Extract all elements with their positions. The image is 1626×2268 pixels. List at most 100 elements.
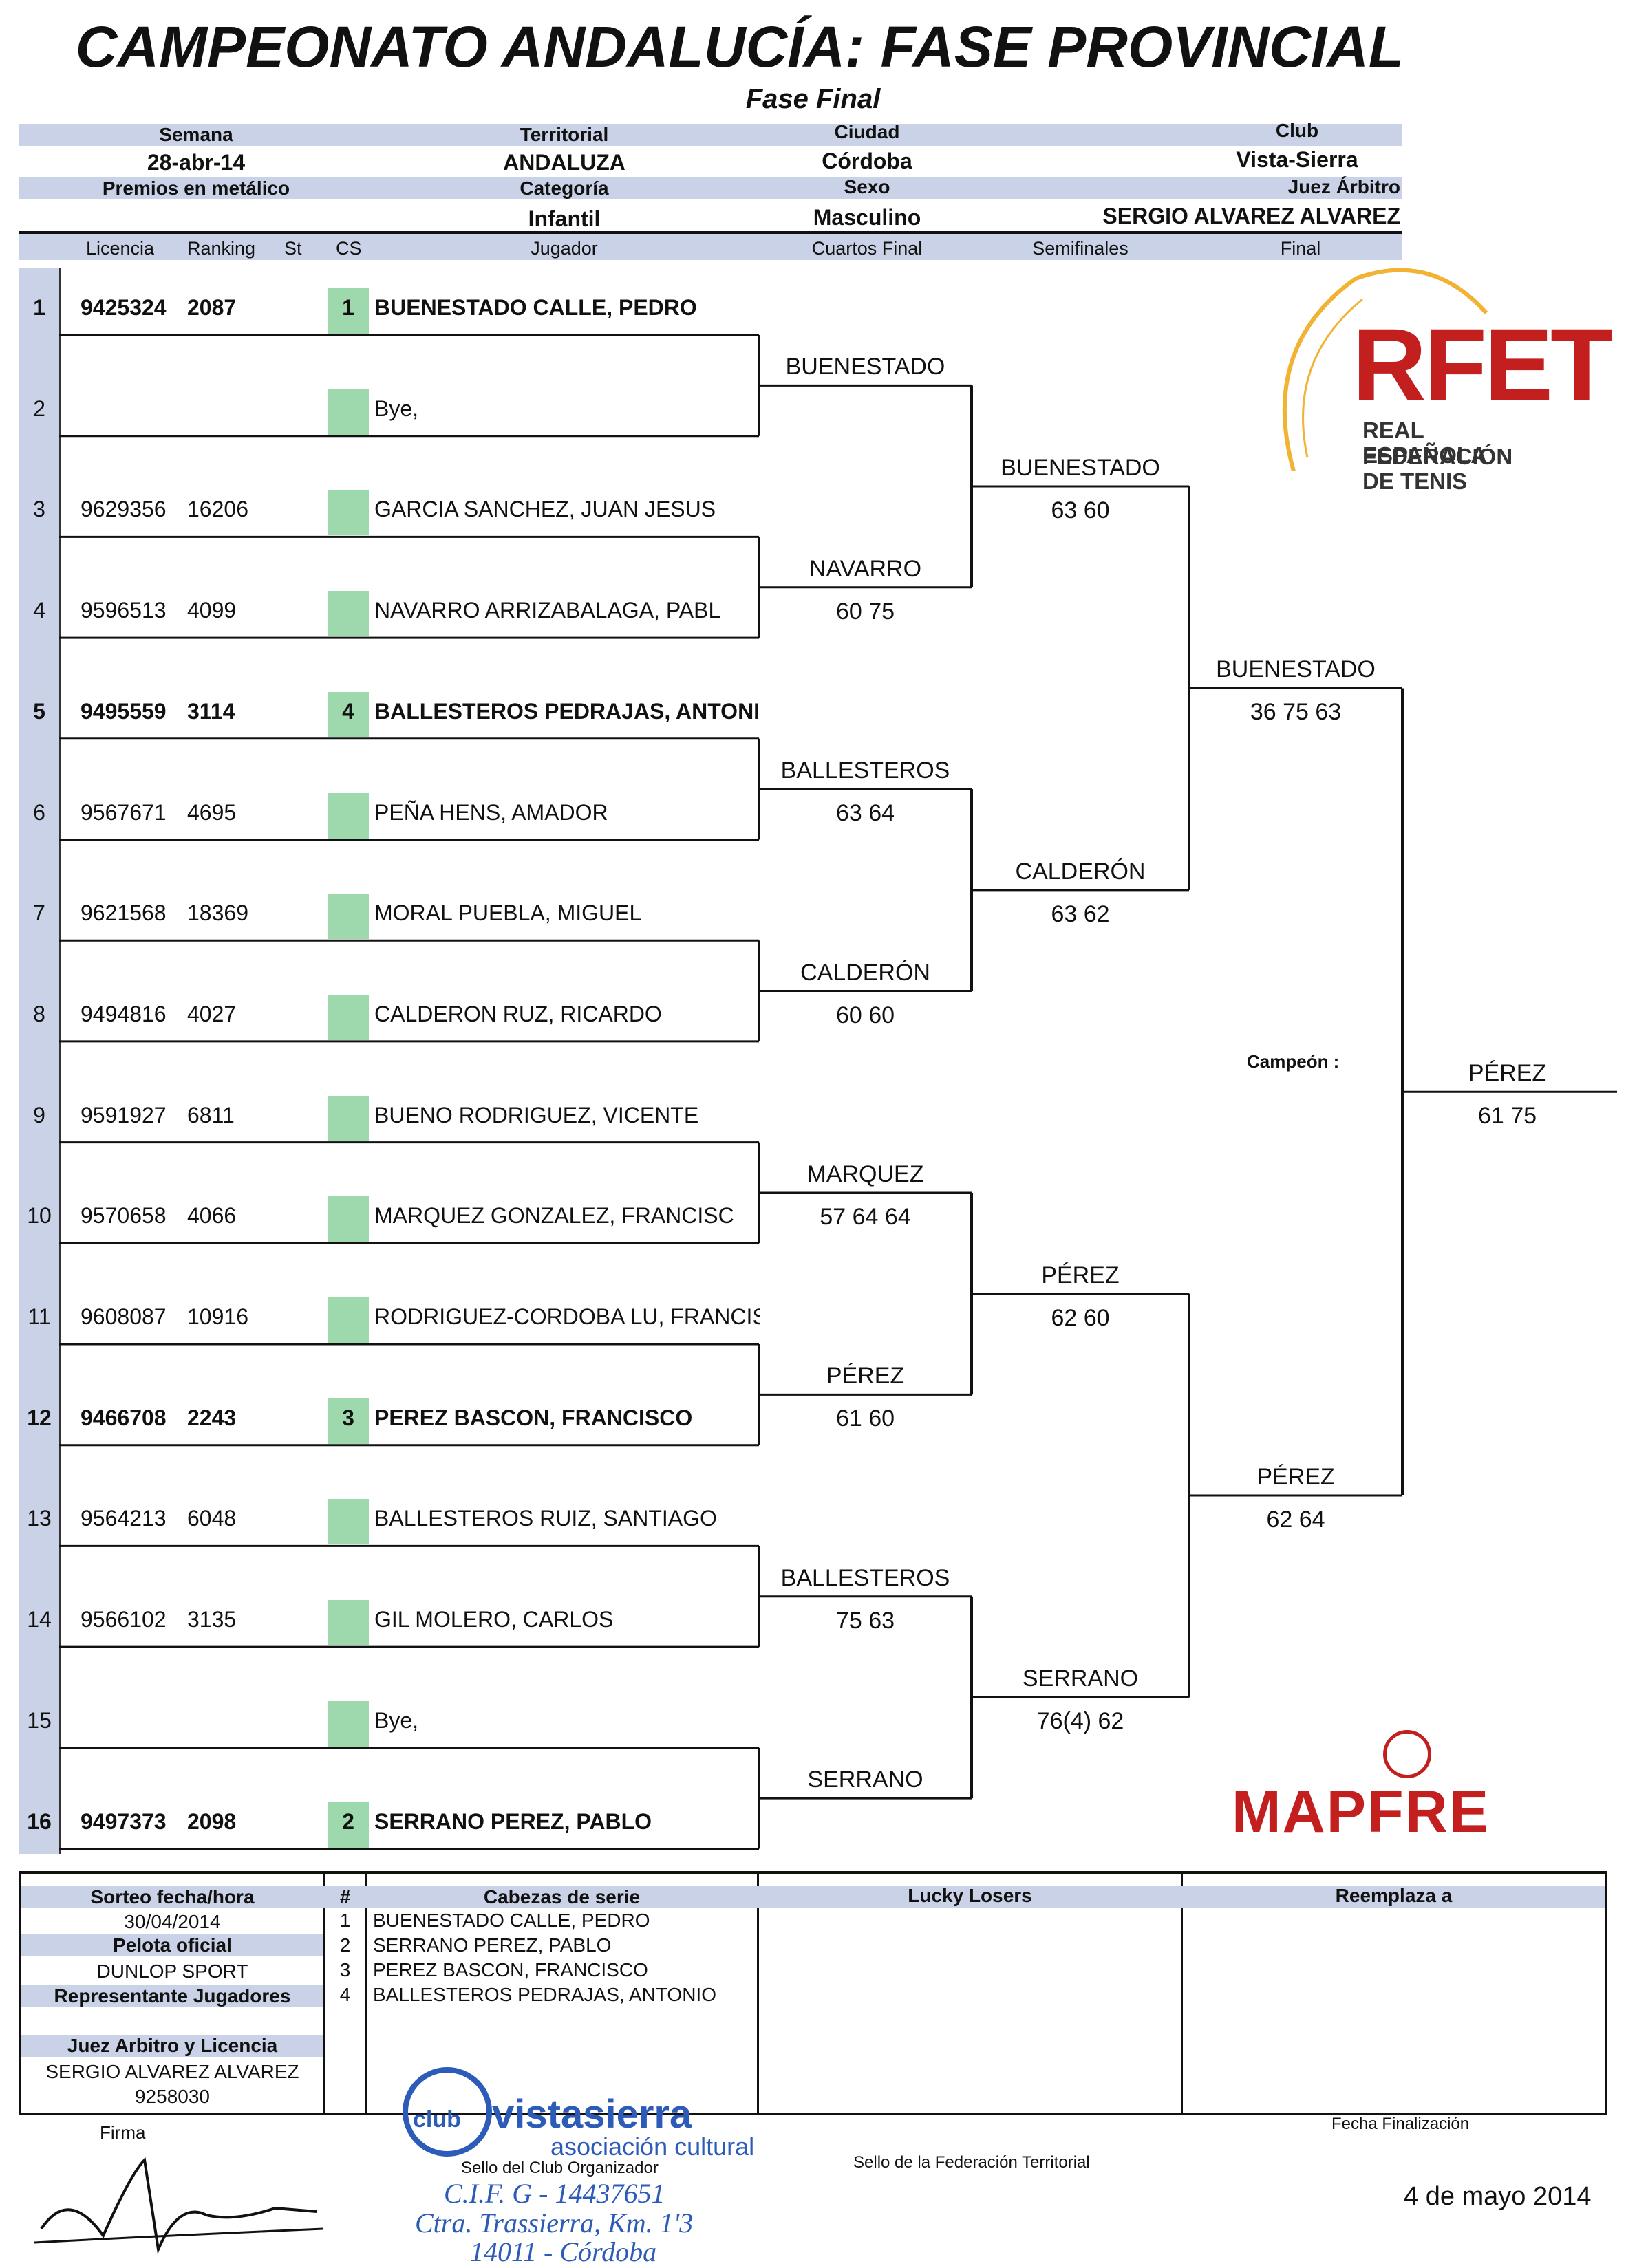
player-row-number: 3 — [33, 497, 45, 522]
semifinal-winner: SERRANO — [1022, 1665, 1139, 1692]
champion-score: 61 75 — [1477, 1103, 1537, 1130]
semana-label: Semana — [159, 124, 233, 145]
quarterfinal-score: 75 63 — [835, 1607, 895, 1634]
final-winner: BUENESTADO — [1216, 656, 1376, 683]
seed-box — [328, 591, 369, 637]
player-licencia: 9566102 — [81, 1607, 167, 1632]
header-rule — [19, 231, 1402, 234]
stamp-name: vistasierra — [492, 2092, 692, 2137]
player-seed: 2 — [342, 1808, 354, 1834]
pelota-value: DUNLOP SPORT — [96, 1961, 248, 1982]
page-title: CAMPEONATO ANDALUCÍA: FASE PROVINCIAL — [75, 14, 1404, 79]
player-ranking: 3114 — [187, 698, 235, 724]
footer-header-band — [21, 1886, 1605, 1908]
seed-box — [328, 1802, 369, 1848]
quarterfinal-winner: NAVARRO — [809, 555, 922, 582]
seed-box — [328, 1297, 369, 1343]
quarterfinal-winner: CALDERÓN — [800, 959, 930, 986]
sello-federacion-label: Sello de la Federación Territorial — [853, 2153, 1090, 2172]
categoria-value: Infantil — [528, 206, 601, 231]
fecha-finalizacion-label: Fecha Finalización — [1331, 2115, 1470, 2133]
player-row-number: 2 — [33, 396, 45, 421]
footer-col-rule-3 — [757, 1871, 759, 2115]
reemplaza-label: Reemplaza a — [1335, 1885, 1453, 1906]
player-name: SERRANO PEREZ, PABLO — [374, 1808, 652, 1834]
player-row-number: 15 — [27, 1707, 52, 1733]
rfet-logo: RFET REAL FEDERACIÓN ESPAÑOLA DE TENIS — [1259, 265, 1614, 494]
seed-box — [328, 1196, 369, 1242]
player-row-number: 7 — [33, 900, 45, 926]
quarterfinal-winner: MARQUEZ — [806, 1160, 924, 1187]
col-ranking: Ranking — [187, 238, 256, 259]
seed-box — [328, 288, 369, 334]
player-name: PEREZ BASCON, FRANCISCO — [374, 1405, 693, 1430]
sorteo-value: 30/04/2014 — [124, 1911, 221, 1932]
final-winner: PÉREZ — [1256, 1464, 1335, 1491]
player-row-number: 11 — [28, 1304, 51, 1329]
player-name: BUENO RODRIGUEZ, VICENTE — [374, 1102, 699, 1127]
rfet-swoosh-icon — [1282, 268, 1488, 472]
player-row-number: 6 — [33, 799, 45, 825]
juez-value: SERGIO ALVAREZ ALVAREZ — [1102, 204, 1400, 228]
stamp-club: club — [413, 2106, 461, 2132]
player-name: MORAL PUEBLA, MIGUEL — [374, 900, 642, 926]
quarterfinal-winner: SERRANO — [807, 1767, 923, 1793]
player-seed: 3 — [342, 1405, 354, 1430]
player-name: GARCIA SANCHEZ, JUAN JESUS — [374, 497, 716, 522]
club-value: Vista-Sierra — [1236, 147, 1358, 172]
player-ranking: 4066 — [187, 1203, 237, 1229]
column-header-band — [19, 233, 1402, 260]
rfet-line1: REAL FEDERACIÓN — [1362, 418, 1513, 469]
seed-box — [328, 1600, 369, 1646]
final-score: 62 64 — [1266, 1506, 1325, 1533]
sexo-value: Masculino — [813, 205, 921, 230]
campeon-label: Campeón : — [1247, 1051, 1340, 1072]
footer-col-rule-4 — [1181, 1871, 1183, 2115]
ciudad-value: Córdoba — [822, 149, 912, 173]
seed-number: 2 — [339, 1934, 351, 1956]
stamp-sub: asociación cultural — [550, 2132, 755, 2161]
col-st: St — [284, 238, 302, 259]
seed-box — [328, 1398, 369, 1444]
quarterfinal-winner: BALLESTEROS — [780, 1564, 950, 1591]
quarterfinal-score: 61 60 — [835, 1405, 895, 1432]
player-ranking: 4027 — [187, 1001, 237, 1026]
semifinal-score: 62 60 — [1051, 1304, 1110, 1331]
seed-box — [328, 1700, 369, 1747]
territorial-label: Territorial — [520, 124, 609, 145]
juez-name: SERGIO ALVAREZ ALVAREZ — [45, 2061, 299, 2082]
player-row-number: 12 — [27, 1405, 52, 1430]
player-row-number: 4 — [33, 598, 45, 623]
seed-number: 3 — [339, 1959, 351, 1980]
player-name: NAVARRO ARRIZABALAGA, PABL — [374, 598, 721, 623]
semifinal-winner: BUENESTADO — [1001, 455, 1160, 482]
player-row-number: 10 — [27, 1203, 52, 1229]
player-ranking: 6811 — [187, 1102, 235, 1127]
sorteo-label: Sorteo fecha/hora — [90, 1886, 255, 1908]
player-licencia: 9494816 — [81, 1001, 167, 1026]
player-licencia: 9466708 — [81, 1405, 167, 1430]
mapfre-emblem-icon — [1383, 1730, 1431, 1778]
signature-icon — [34, 2157, 324, 2255]
player-name: GIL MOLERO, CARLOS — [374, 1607, 614, 1632]
player-name: BALLESTEROS RUIZ, SANTIAGO — [374, 1506, 717, 1531]
player-licencia: 9608087 — [81, 1304, 167, 1329]
col-cs: CS — [336, 238, 362, 259]
stamp-city: 14011 - Córdoba — [470, 2236, 657, 2267]
player-row-number: 16 — [27, 1808, 52, 1834]
player-licencia: 9591927 — [81, 1102, 167, 1127]
seed-player-name: SERRANO PEREZ, PABLO — [373, 1934, 612, 1956]
seed-box — [328, 1095, 369, 1141]
player-row-number: 13 — [27, 1506, 52, 1531]
player-row-number: 1 — [33, 295, 45, 320]
row-number-sidebar — [19, 268, 59, 1854]
stamp-cif: C.I.F. G - 14437651 — [444, 2178, 665, 2209]
footer-table — [19, 1871, 1607, 2115]
player-name: Bye, — [374, 396, 419, 421]
final-score: 36 75 63 — [1250, 699, 1342, 726]
juez-label: Juez Árbitro — [1287, 176, 1400, 197]
player-row-number: 14 — [27, 1607, 52, 1632]
stamp-addr: Ctra. Trassierra, Km. 1'3 — [415, 2207, 694, 2238]
sidebar-rule — [59, 268, 61, 1854]
